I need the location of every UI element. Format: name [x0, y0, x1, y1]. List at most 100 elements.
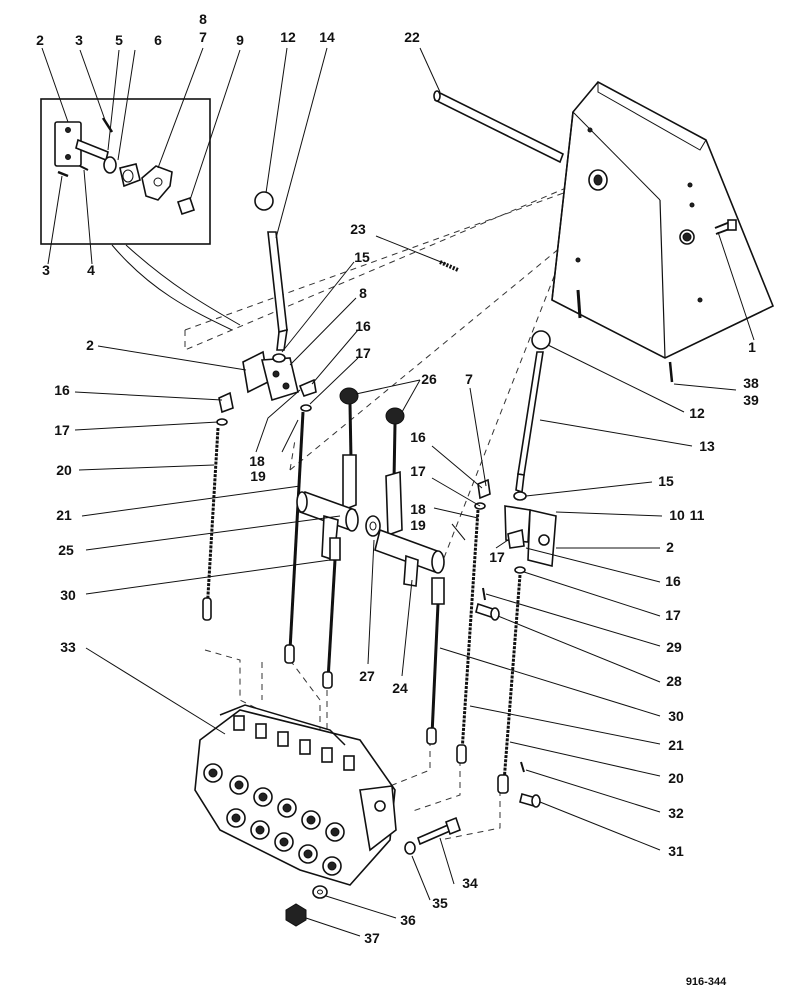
cotter-pin-32 — [520, 761, 525, 773]
rod-30-left — [322, 537, 341, 689]
valve-fasteners — [285, 816, 461, 927]
shaft-arm-right — [403, 554, 419, 587]
ball-joint-16-right-top — [477, 478, 491, 500]
pivot-hole — [272, 370, 280, 378]
rod-30-clevis-top — [329, 537, 341, 561]
callout-5: 5 — [115, 32, 123, 48]
panel-stud — [668, 361, 674, 383]
washer-36-bore — [317, 889, 323, 895]
leader-20b — [509, 741, 661, 777]
inset-roll-pin-lower — [57, 170, 69, 178]
leader-26b — [401, 379, 421, 413]
callout-32: 32 — [668, 805, 684, 821]
shaft-tube-end — [296, 491, 308, 513]
callout-19: 19 — [250, 468, 266, 484]
callout-26: 26 — [421, 371, 437, 387]
leader-5 — [107, 49, 120, 151]
callout-27: 27 — [359, 668, 375, 684]
leader-30b — [439, 647, 661, 717]
callout-16: 16 — [54, 382, 70, 398]
inset-pin — [79, 165, 89, 171]
leader-31 — [539, 801, 661, 851]
callout-38: 38 — [743, 375, 759, 391]
valve-port-bore — [306, 815, 316, 825]
clevis-pin-28-head — [490, 607, 500, 621]
rod-30-right — [426, 577, 445, 745]
leader-2b — [97, 345, 247, 371]
pivot-hole — [282, 382, 290, 390]
valve-spool — [277, 731, 289, 747]
phantom-line — [184, 169, 601, 351]
phantom-line — [289, 439, 296, 471]
valve-port-bore — [327, 861, 337, 871]
valve-body — [194, 709, 396, 886]
valve-port-bore — [234, 780, 244, 790]
bolt-34 — [417, 823, 451, 846]
leader-21a — [81, 485, 301, 517]
leader-18b — [433, 507, 479, 519]
callout-23: 23 — [350, 221, 366, 237]
washer-35 — [404, 841, 416, 855]
nut-37 — [285, 903, 307, 927]
callout-11: 11 — [690, 507, 705, 523]
valve-spools — [233, 715, 355, 771]
leader-28 — [497, 615, 661, 683]
leader-30a — [85, 559, 331, 595]
bracket-2-right-hole — [538, 534, 550, 546]
lever-knob-12-right — [531, 330, 551, 350]
nut-15-left — [272, 353, 286, 363]
bolt-34-head — [445, 816, 461, 836]
callout-35: 35 — [432, 895, 448, 911]
control-shaft — [296, 387, 445, 587]
panel-pivot-bore — [593, 174, 603, 186]
leader-16c — [431, 445, 483, 489]
inset-link-line — [125, 244, 241, 326]
leader-18a — [255, 389, 301, 453]
leader-19b — [451, 523, 466, 541]
leader-33 — [85, 647, 226, 735]
callout-2: 2 — [666, 539, 674, 555]
panel-edge — [551, 111, 574, 301]
rod-20-clevis — [202, 597, 212, 621]
callout-14: 14 — [319, 29, 335, 45]
inset-nut — [176, 196, 196, 216]
callout-15: 15 — [354, 249, 370, 265]
leader-32 — [525, 769, 661, 813]
valve-end-port — [374, 800, 386, 812]
valve-spool — [321, 747, 333, 763]
rod-20-thread — [205, 427, 220, 613]
lever-plate-left — [342, 454, 357, 512]
leader-20a — [78, 464, 215, 471]
panel-hole-inner — [682, 232, 692, 242]
shaft-tube-24-end — [431, 550, 445, 574]
panel-fold-line — [659, 199, 666, 359]
leader-17a — [309, 357, 359, 405]
leader-38 — [673, 383, 737, 391]
rod-21-right — [456, 509, 480, 764]
nut-15-right — [513, 491, 527, 501]
callout-34: 34 — [462, 875, 478, 891]
callout-7: 7 — [465, 371, 473, 387]
ball-joint-16-right — [507, 528, 525, 549]
callout-21: 21 — [56, 507, 72, 523]
callout-2: 2 — [36, 32, 44, 48]
callout-17: 17 — [410, 463, 426, 479]
control-valve-33 — [194, 704, 397, 886]
callout-22: 22 — [404, 29, 420, 45]
leader-16b — [74, 391, 223, 401]
pivot-block-left — [260, 357, 299, 402]
valve-port-bore — [303, 849, 313, 859]
callout-28: 28 — [666, 673, 682, 689]
callout-20: 20 — [56, 462, 72, 478]
leader-15a — [281, 261, 355, 353]
leader-12a — [265, 47, 288, 194]
leader-34 — [439, 837, 455, 885]
callout-39: 39 — [743, 392, 759, 408]
callout-7: 7 — [199, 29, 207, 45]
phantom-line — [204, 649, 261, 711]
leader-16a — [311, 329, 359, 385]
callout-labels: 2 3 5 6 8 7 9 12 14 22 3 4 23 15 8 16 17… — [36, 11, 759, 946]
rod-20-right — [497, 574, 522, 794]
leader-36 — [325, 895, 397, 919]
lever-plate-right — [385, 470, 403, 537]
